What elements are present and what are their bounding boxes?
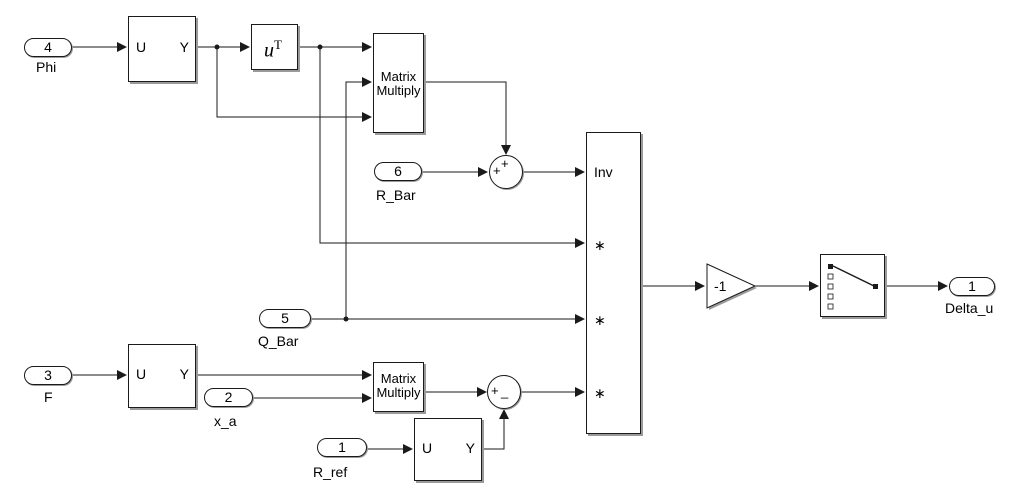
transpose-symbol: uT [264, 37, 282, 62]
inport-phi-label: Phi [36, 59, 57, 75]
inport-r-bar[interactable]: 6 [374, 162, 422, 181]
uy-block-2[interactable]: U Y [128, 344, 196, 408]
transpose-block[interactable]: uT [251, 24, 298, 70]
switch-block[interactable] [820, 254, 885, 317]
inport-f-label: F [44, 389, 53, 405]
branch-points [214, 44, 349, 322]
inport-r-ref[interactable]: 1 [317, 438, 367, 457]
inport-q-bar[interactable]: 5 [259, 309, 311, 328]
product-block[interactable]: Inv ∗ ∗ ∗ [586, 132, 641, 434]
inport-f[interactable]: 3 [24, 366, 72, 385]
inport-x-a-label: x_a [214, 413, 237, 429]
uy-block-1[interactable]: U Y [128, 16, 196, 82]
gain-value: -1 [714, 278, 727, 294]
inport-r-ref-label: R_ref [313, 464, 348, 480]
inport-x-a[interactable]: 2 [204, 388, 253, 407]
inport-phi[interactable]: 4 [24, 38, 72, 57]
inport-r-bar-label: R_Bar [376, 187, 416, 203]
outport-delta-u[interactable]: 1 [949, 277, 995, 296]
uy-block-3[interactable]: U Y [414, 418, 482, 481]
sum-block-top[interactable]: + + [489, 155, 523, 189]
gain-block[interactable] [704, 262, 760, 314]
outport-delta-u-label: Delta_u [945, 300, 994, 316]
switch-icon [827, 264, 878, 310]
sum-block-bottom[interactable]: + _ [487, 375, 521, 409]
inport-q-bar-label: Q_Bar [258, 333, 299, 349]
